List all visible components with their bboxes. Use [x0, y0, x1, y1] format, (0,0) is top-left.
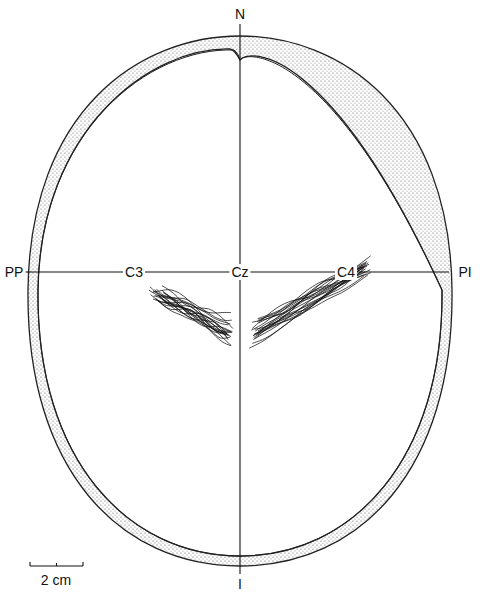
sulcus-trace	[251, 263, 365, 330]
scale-bar	[30, 562, 83, 566]
preauricular-label: PI	[456, 264, 473, 280]
sulcus-traces	[149, 256, 371, 348]
scale-label: 2 cm	[39, 572, 73, 588]
sulcus-trace	[153, 299, 232, 333]
sulcus-trace	[161, 290, 231, 332]
electrode-label: C4	[335, 264, 357, 280]
preauricular-label: PP	[3, 264, 26, 280]
midline	[239, 24, 240, 574]
inion-label: I	[236, 576, 244, 592]
sulcus-trace	[258, 261, 368, 318]
nasion-label: N	[233, 6, 247, 22]
electrode-label: C3	[123, 264, 145, 280]
sulcus-trace	[157, 289, 231, 324]
sulcus-trace	[163, 292, 227, 338]
sulcus-trace	[253, 263, 366, 336]
sulcus-trace	[159, 296, 232, 331]
sulcus-trace	[249, 275, 368, 348]
electrode-label: Cz	[229, 264, 250, 280]
